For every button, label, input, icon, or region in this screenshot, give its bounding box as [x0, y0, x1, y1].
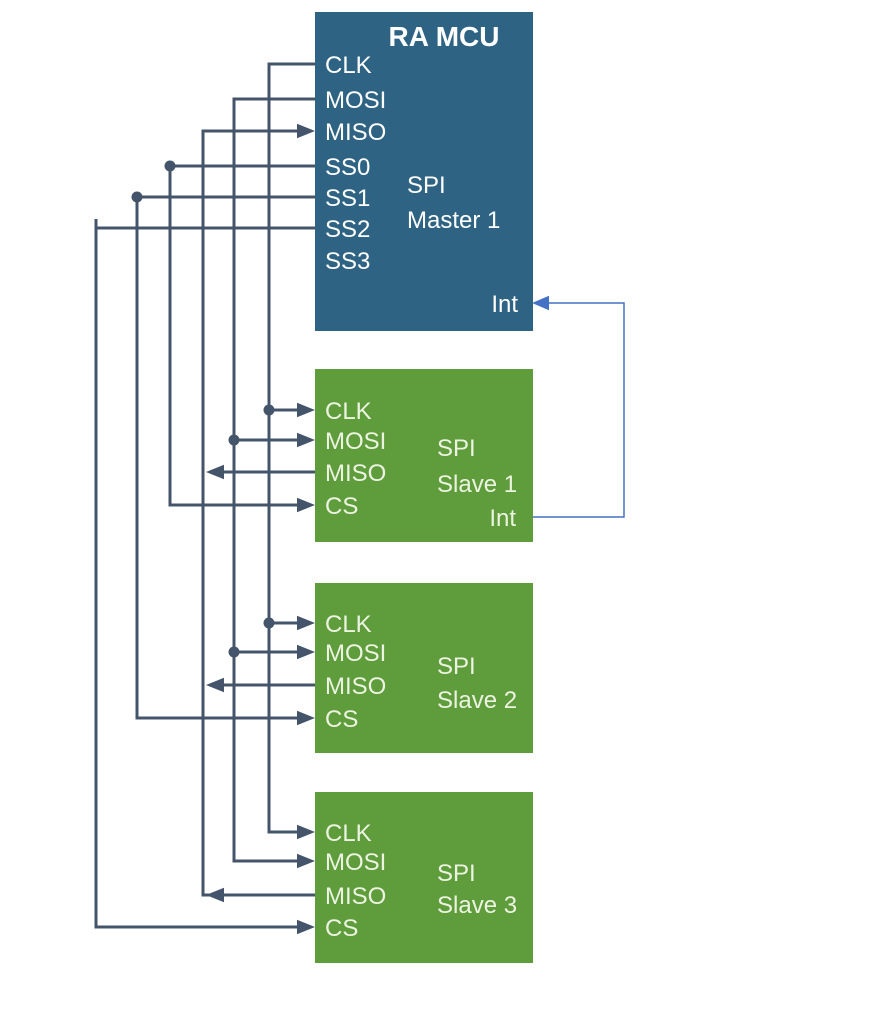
master-title: RA MCU: [389, 21, 500, 52]
junction-dot-ss0: [164, 160, 176, 172]
arrowhead-mosi-slave3: [297, 853, 315, 869]
master-label-line1: SPI: [407, 172, 446, 199]
ss2-wire: [94, 219, 315, 929]
arrowhead-cs-slave2: [297, 710, 315, 726]
slave1-int-pin: Int: [489, 505, 516, 532]
slave2-rect: [315, 583, 533, 753]
master-block: RA MCU CLK MOSI MISO SS0 SS1 SS2 SS3 SPI…: [315, 12, 533, 331]
int-wire: [532, 302, 625, 518]
slave3-pin-miso: MISO: [325, 883, 386, 910]
arrowhead-clk-slave3: [297, 824, 315, 840]
slave1-pin-mosi: MOSI: [325, 428, 386, 455]
junction-dot-mosi-slave2: [228, 646, 240, 658]
master-pin-ss0: SS0: [325, 154, 370, 181]
slave2-pin-clk: CLK: [325, 611, 372, 638]
arrowhead-miso-slave3: [206, 887, 224, 903]
master-pin-ss2: SS2: [325, 216, 370, 243]
slave2-pin-miso: MISO: [325, 673, 386, 700]
wires: [94, 62, 315, 935]
slave1-block: CLK MOSI MISO CS SPI Slave 1 Int: [315, 369, 533, 542]
slave3-label-line1: SPI: [437, 860, 476, 887]
master-rect: [315, 12, 533, 331]
master-pin-ss3: SS3: [325, 248, 370, 275]
miso-bus-wire: [201, 129, 315, 897]
slave1-pin-cs: CS: [325, 493, 358, 520]
slave3-rect: [315, 792, 533, 963]
arrowhead-cs-slave3: [297, 919, 315, 935]
slave3-block: CLK MOSI MISO CS SPI Slave 3: [315, 792, 533, 963]
arrowhead-mosi-slave1: [297, 432, 315, 448]
slave1-rect: [315, 369, 533, 542]
ss1-wire: [135, 195, 315, 720]
slave3-pin-clk: CLK: [325, 820, 372, 847]
arrowhead-mosi-slave2: [297, 644, 315, 660]
slave1-pin-clk: CLK: [325, 398, 372, 425]
master-int-pin: Int: [491, 291, 518, 318]
arrowhead-int-into-master: [532, 295, 549, 311]
junction-dot-clk-slave1: [263, 404, 275, 416]
arrowhead-clk-slave1: [297, 402, 315, 418]
arrowhead-miso-slave1: [206, 464, 224, 480]
arrowhead-miso-slave2: [206, 677, 224, 693]
slave2-block: CLK MOSI MISO CS SPI Slave 2: [315, 583, 533, 753]
master-pin-miso: MISO: [325, 119, 386, 146]
slave3-pin-mosi: MOSI: [325, 849, 386, 876]
arrowhead-clk-slave2: [297, 615, 315, 631]
arrowhead-miso-into-master: [297, 123, 315, 139]
master-label-line2: Master 1: [407, 207, 500, 234]
slave3-pin-cs: CS: [325, 915, 358, 942]
junction-dot-clk-slave2: [263, 617, 275, 629]
junction-dot-mosi-slave1: [228, 434, 240, 446]
master-pin-ss1: SS1: [325, 185, 370, 212]
slave2-label-line1: SPI: [437, 653, 476, 680]
slave1-label-line2: Slave 1: [437, 471, 517, 498]
junction-dot-ss1: [131, 191, 143, 203]
slave2-pin-cs: CS: [325, 706, 358, 733]
clk-bus-wire: [267, 62, 315, 834]
slave2-pin-mosi: MOSI: [325, 640, 386, 667]
slave1-label-line1: SPI: [437, 435, 476, 462]
arrowhead-cs-slave1: [297, 497, 315, 513]
master-pin-clk: CLK: [325, 52, 372, 79]
ss0-wire: [168, 164, 315, 507]
slave1-pin-miso: MISO: [325, 460, 386, 487]
mosi-bus-wire: [232, 97, 315, 863]
slave2-label-line2: Slave 2: [437, 687, 517, 714]
master-pin-mosi: MOSI: [325, 87, 386, 114]
int-wire-group: [532, 295, 625, 518]
slave3-label-line2: Slave 3: [437, 892, 517, 919]
